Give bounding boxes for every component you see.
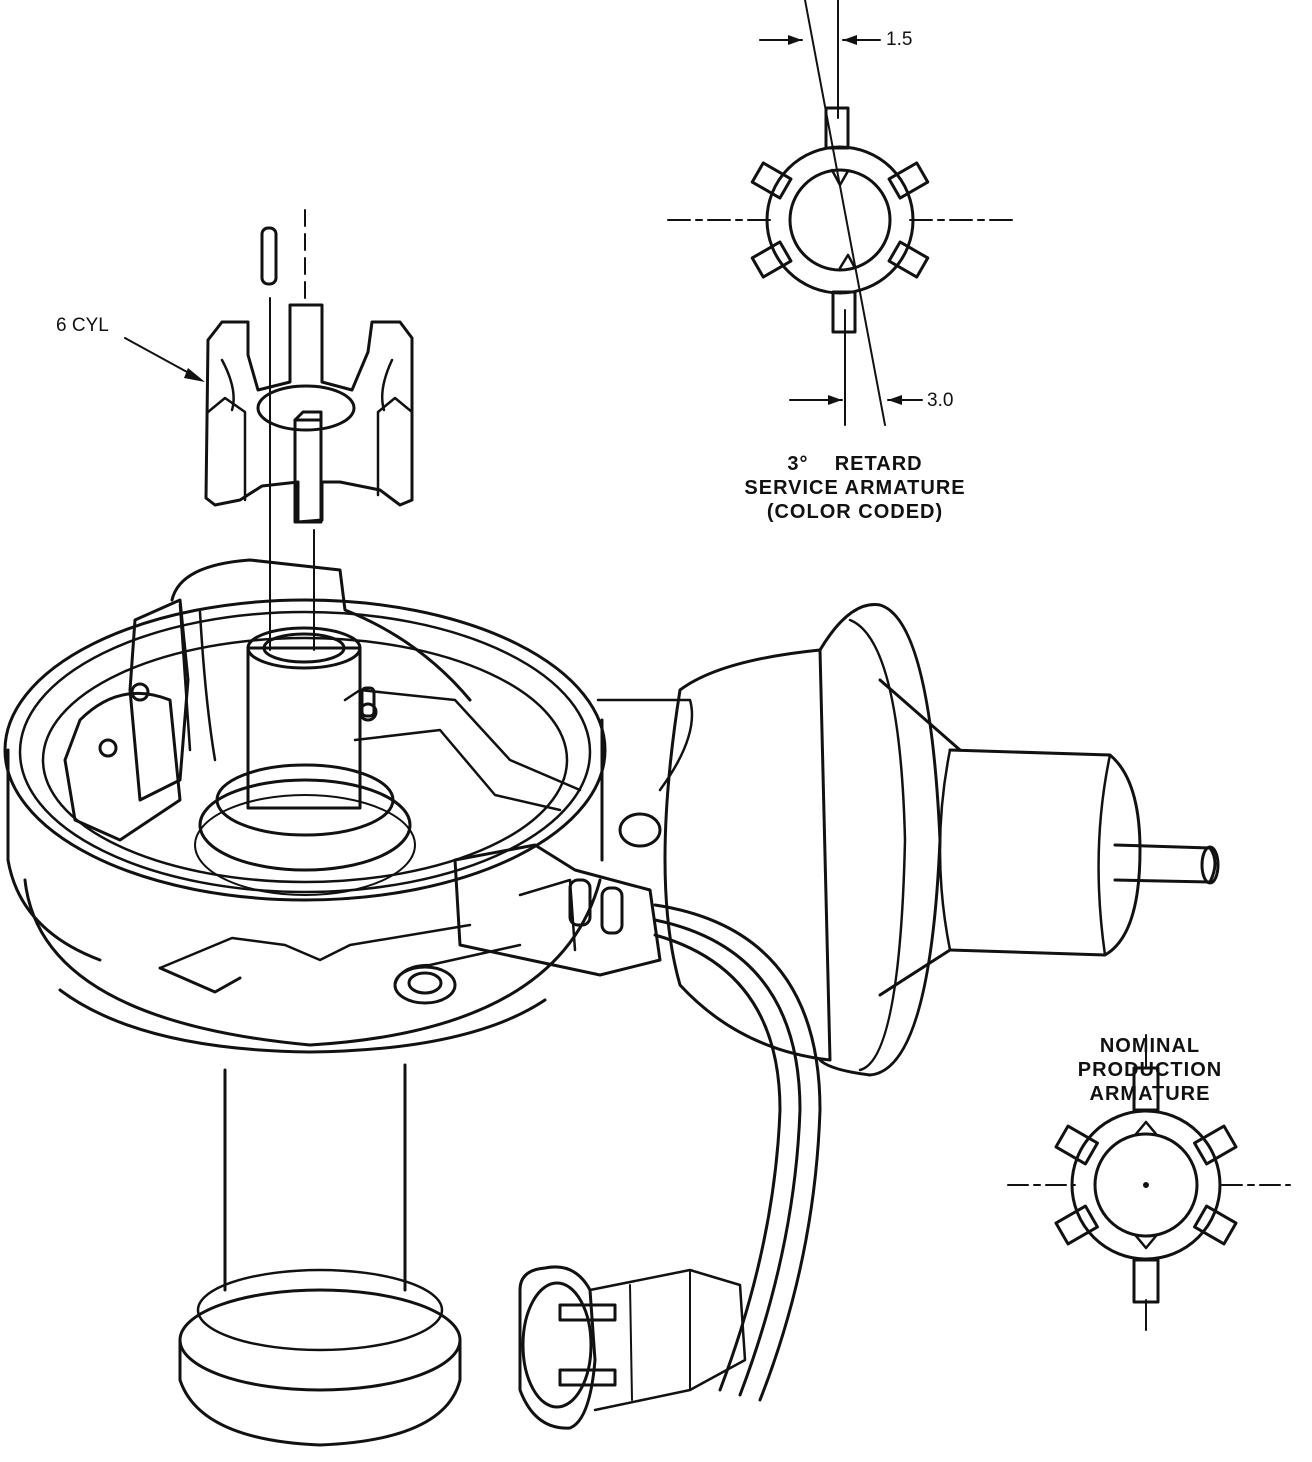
vacuum-advance-unit xyxy=(596,603,1220,1077)
wire-harness xyxy=(453,843,822,1430)
service-caption-line-3: (COLOR CODED) xyxy=(766,501,944,523)
service-caption-line-1: 3° RETARD xyxy=(787,453,923,475)
nominal-armature-caption: NOMINAL PRODUCTION ARMATURE xyxy=(1060,1034,1240,1106)
dimension-label-bottom: 3.0 xyxy=(927,390,954,411)
six-cyl-armature xyxy=(204,209,414,651)
service-caption-line-2: SERVICE ARMATURE xyxy=(744,477,966,499)
six-cyl-label: 6 CYL xyxy=(56,315,109,336)
nominal-armature xyxy=(1007,1034,1291,1331)
distributor-housing xyxy=(3,558,662,1447)
service-armature xyxy=(667,0,1016,426)
nominal-caption-line-3: ARMATURE xyxy=(1089,1083,1211,1105)
six-cyl-leader xyxy=(124,337,205,382)
nominal-caption-line-2: PRODUCTION xyxy=(1077,1059,1223,1081)
nominal-caption-line-1: NOMINAL xyxy=(1099,1035,1201,1057)
dimension-label-top: 1.5 xyxy=(886,29,913,50)
dimension-arrows xyxy=(759,35,923,405)
service-armature-caption: 3° RETARD SERVICE ARMATURE (COLOR CODED) xyxy=(730,452,980,524)
